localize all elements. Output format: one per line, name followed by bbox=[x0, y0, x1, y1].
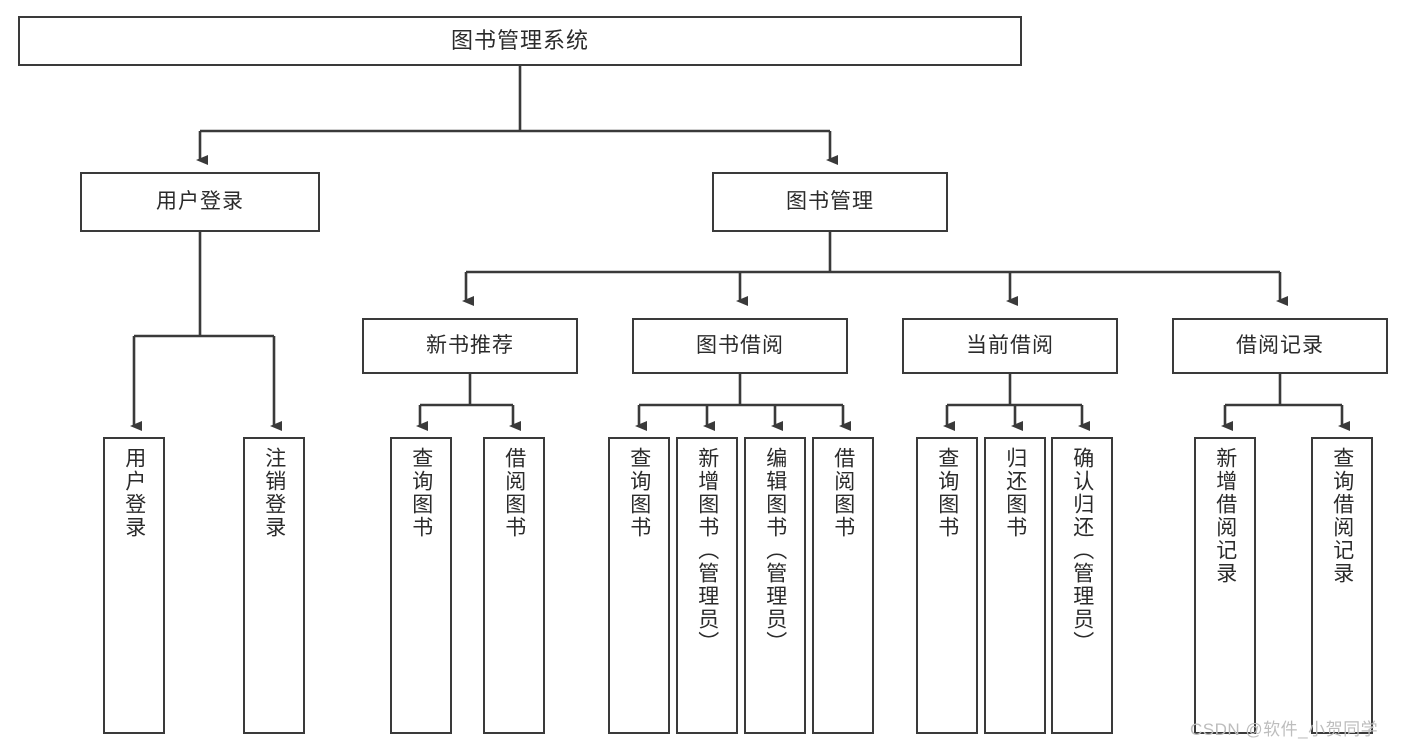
leaf-query-book-1[interactable]: 查询图书 bbox=[390, 437, 452, 734]
leaf-label: 注销登录 bbox=[262, 447, 286, 539]
leaf-user-logout[interactable]: 注销登录 bbox=[243, 437, 305, 734]
leaf-label: 查询图书 bbox=[409, 447, 433, 539]
node-borrow-record[interactable]: 借阅记录 bbox=[1172, 318, 1388, 374]
leaf-query-book-3[interactable]: 查询图书 bbox=[916, 437, 978, 734]
leaf-label: 查询图书 bbox=[935, 447, 959, 539]
leaf-borrow-book-1[interactable]: 借阅图书 bbox=[483, 437, 545, 734]
leaf-label: 借阅图书 bbox=[502, 447, 526, 539]
leaf-confirm-return[interactable]: 确认归还（管理员） bbox=[1051, 437, 1113, 734]
node-root-system[interactable]: 图书管理系统 bbox=[18, 16, 1022, 66]
node-current-borrow[interactable]: 当前借阅 bbox=[902, 318, 1118, 374]
node-book-management[interactable]: 图书管理 bbox=[712, 172, 948, 232]
leaf-user-login[interactable]: 用户登录 bbox=[103, 437, 165, 734]
node-new-book-recommend[interactable]: 新书推荐 bbox=[362, 318, 578, 374]
leaf-label: 查询图书 bbox=[627, 447, 651, 539]
leaf-return-book[interactable]: 归还图书 bbox=[984, 437, 1046, 734]
leaf-label: 编辑图书（管理员） bbox=[763, 447, 787, 654]
leaf-borrow-book-2[interactable]: 借阅图书 bbox=[812, 437, 874, 734]
leaf-label: 新增图书（管理员） bbox=[695, 447, 719, 654]
leaf-edit-book[interactable]: 编辑图书（管理员） bbox=[744, 437, 806, 734]
leaf-query-record[interactable]: 查询借阅记录 bbox=[1311, 437, 1373, 734]
leaf-label: 借阅图书 bbox=[831, 447, 855, 539]
node-book-borrow[interactable]: 图书借阅 bbox=[632, 318, 848, 374]
leaf-label: 确认归还（管理员） bbox=[1070, 447, 1094, 654]
leaf-add-book[interactable]: 新增图书（管理员） bbox=[676, 437, 738, 734]
leaf-query-book-2[interactable]: 查询图书 bbox=[608, 437, 670, 734]
leaf-label: 查询借阅记录 bbox=[1330, 447, 1354, 585]
leaf-label: 新增借阅记录 bbox=[1213, 447, 1237, 585]
leaf-add-record[interactable]: 新增借阅记录 bbox=[1194, 437, 1256, 734]
csdn-watermark: CSDN @软件_小贺同学 bbox=[1190, 720, 1379, 739]
node-user-login[interactable]: 用户登录 bbox=[80, 172, 320, 232]
leaf-label: 用户登录 bbox=[122, 447, 146, 539]
leaf-label: 归还图书 bbox=[1003, 447, 1027, 539]
